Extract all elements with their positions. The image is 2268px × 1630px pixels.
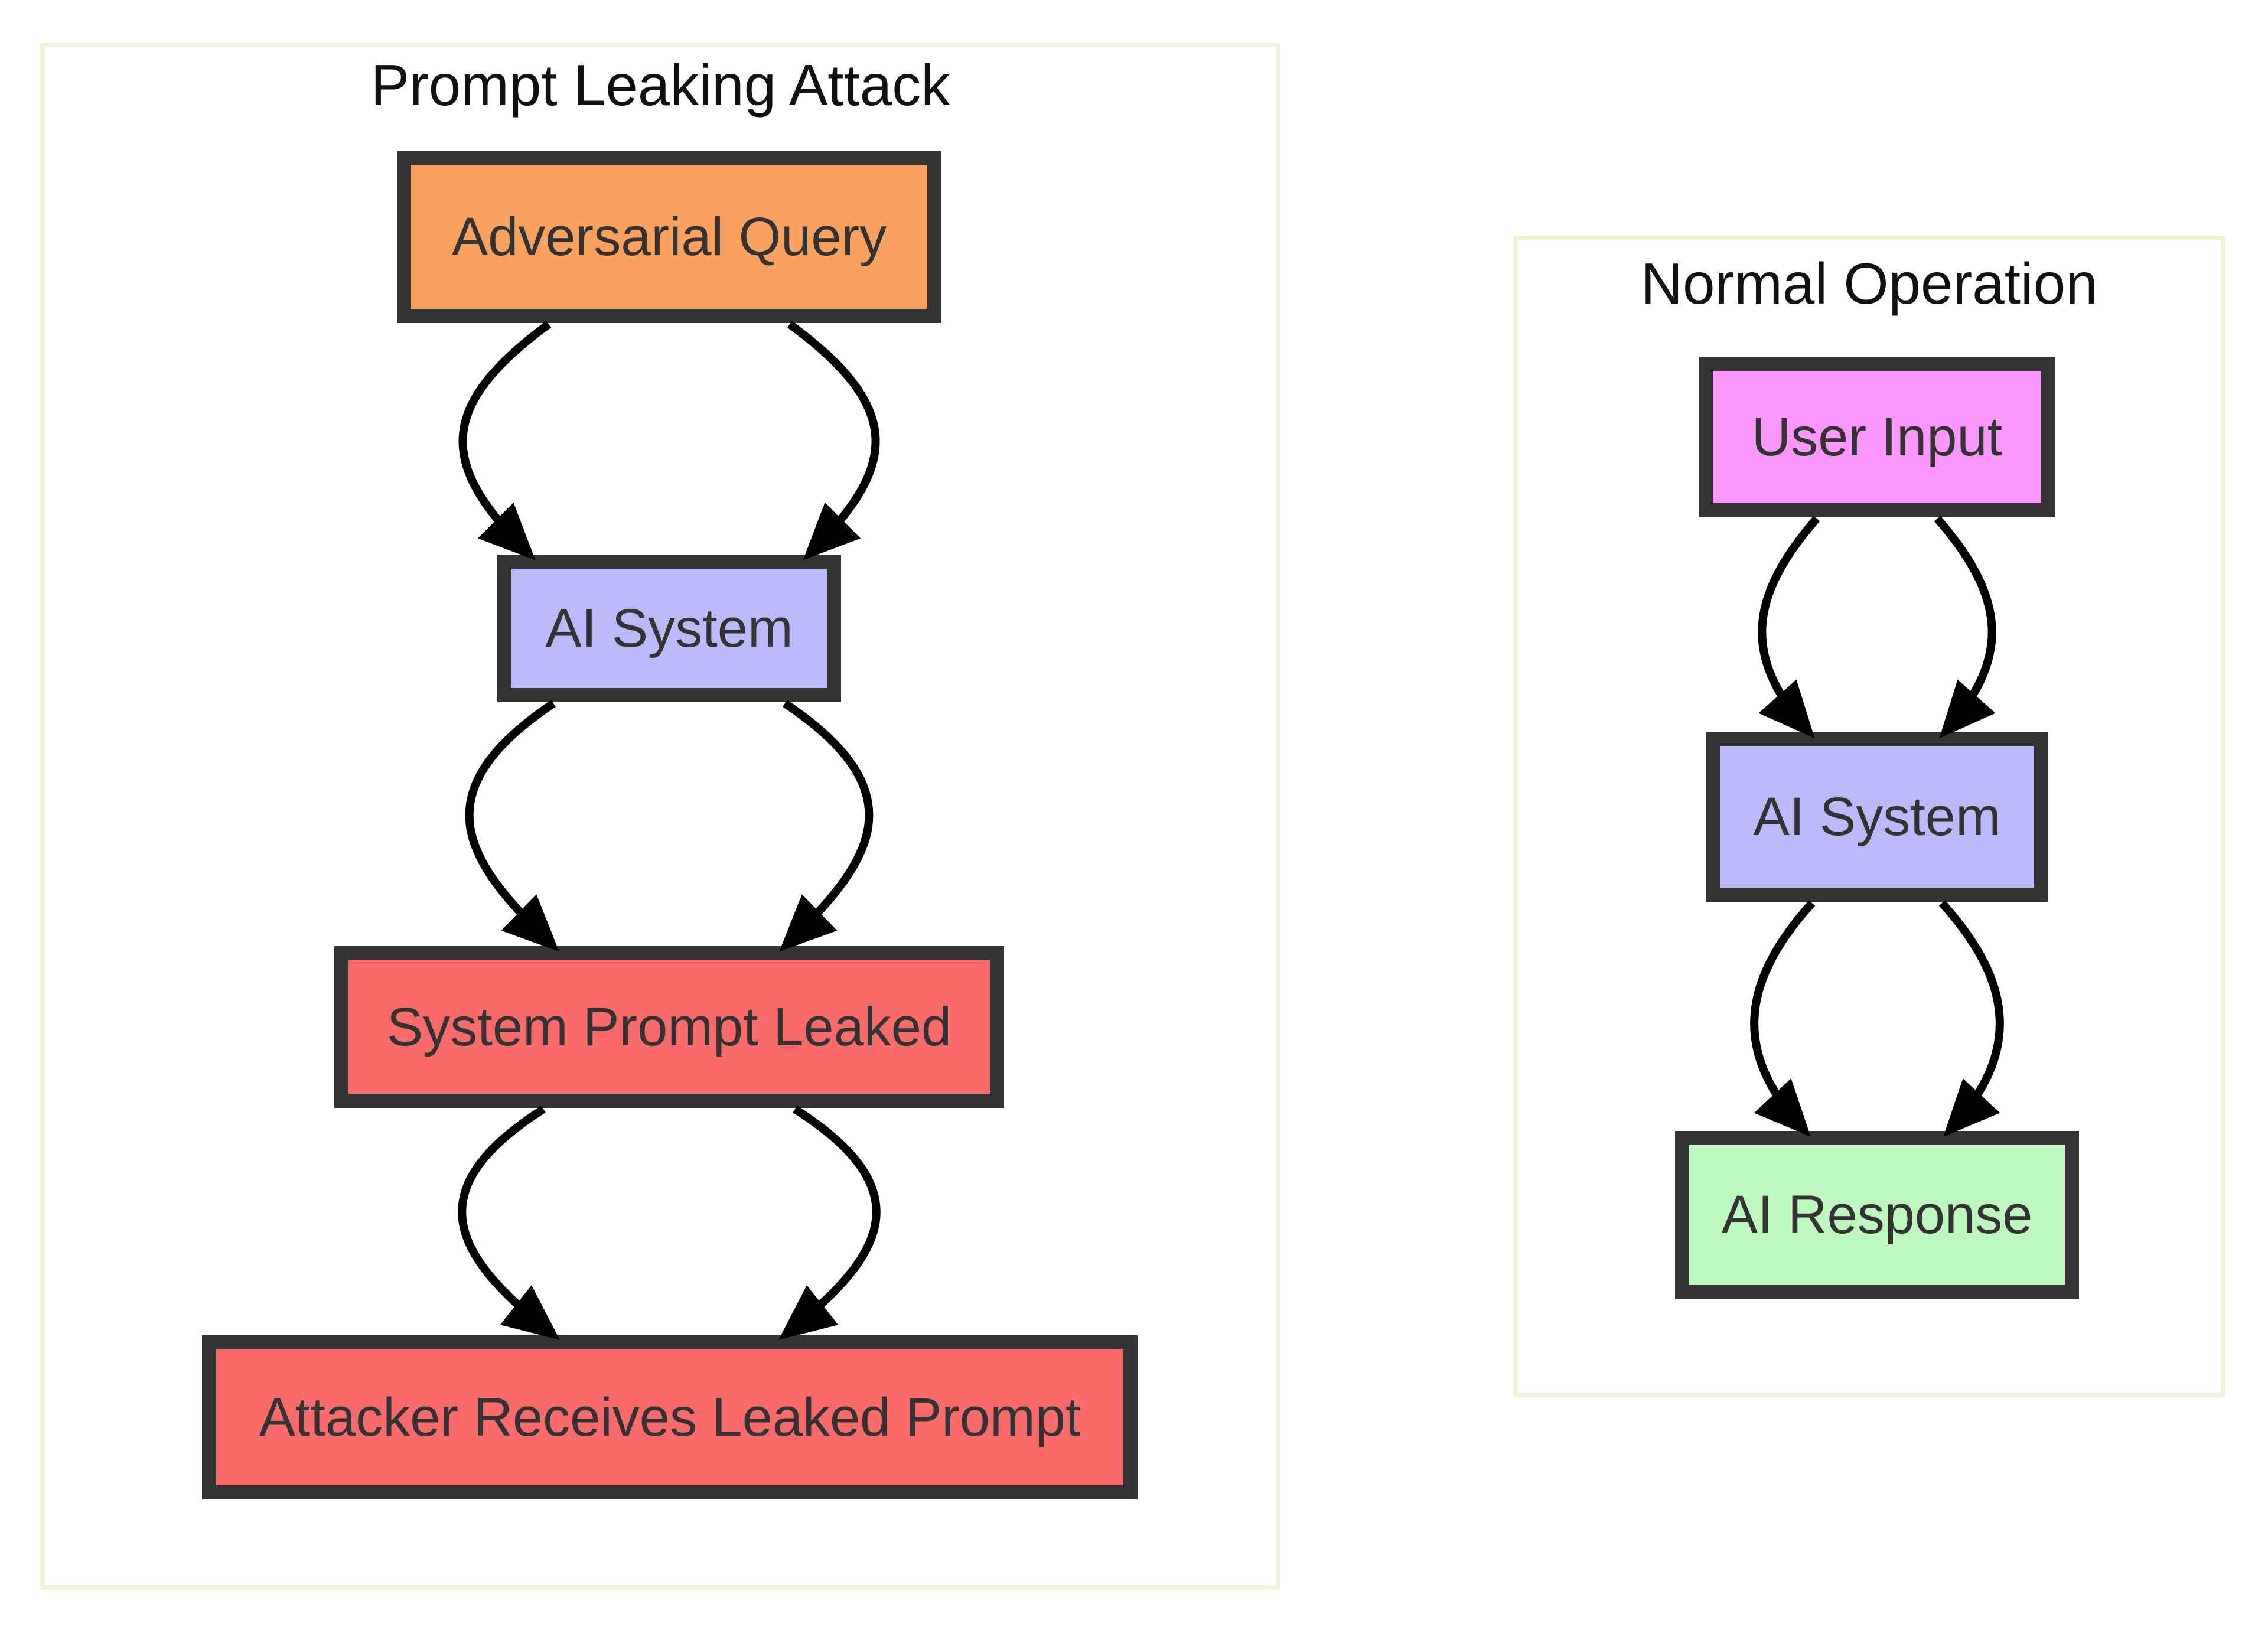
node-ai-response: AI Response bbox=[1675, 1131, 2079, 1299]
node-label-adversarial-query: Adversarial Query bbox=[451, 207, 887, 267]
subgraph-title-prompt-leaking-attack: Prompt Leaking Attack bbox=[370, 53, 950, 118]
subgraph-normal-operation bbox=[1513, 236, 2225, 1397]
node-adversarial-query: Adversarial Query bbox=[397, 151, 941, 323]
node-label-user-input: User Input bbox=[1751, 406, 2003, 467]
subgraph-title-normal-operation: Normal Operation bbox=[1641, 251, 2098, 316]
node-label-ai-system-attack: AI System bbox=[545, 598, 793, 658]
node-label-system-prompt-leaked: System Prompt Leaked bbox=[386, 996, 952, 1057]
node-user-input: User Input bbox=[1699, 357, 2055, 517]
node-label-ai-response: AI Response bbox=[1721, 1185, 2033, 1245]
node-ai-system-normal: AI System bbox=[1706, 732, 2048, 902]
subgraph-prompt-leaking-attack bbox=[40, 43, 1280, 1590]
node-ai-system-attack: AI System bbox=[497, 555, 841, 702]
node-label-ai-system-normal: AI System bbox=[1753, 786, 2001, 847]
node-attacker-receives-leaked-prompt: Attacker Receives Leaked Prompt bbox=[202, 1335, 1138, 1499]
node-system-prompt-leaked: System Prompt Leaked bbox=[334, 946, 1004, 1108]
node-label-attacker-receives-leaked-prompt: Attacker Receives Leaked Prompt bbox=[259, 1387, 1081, 1448]
